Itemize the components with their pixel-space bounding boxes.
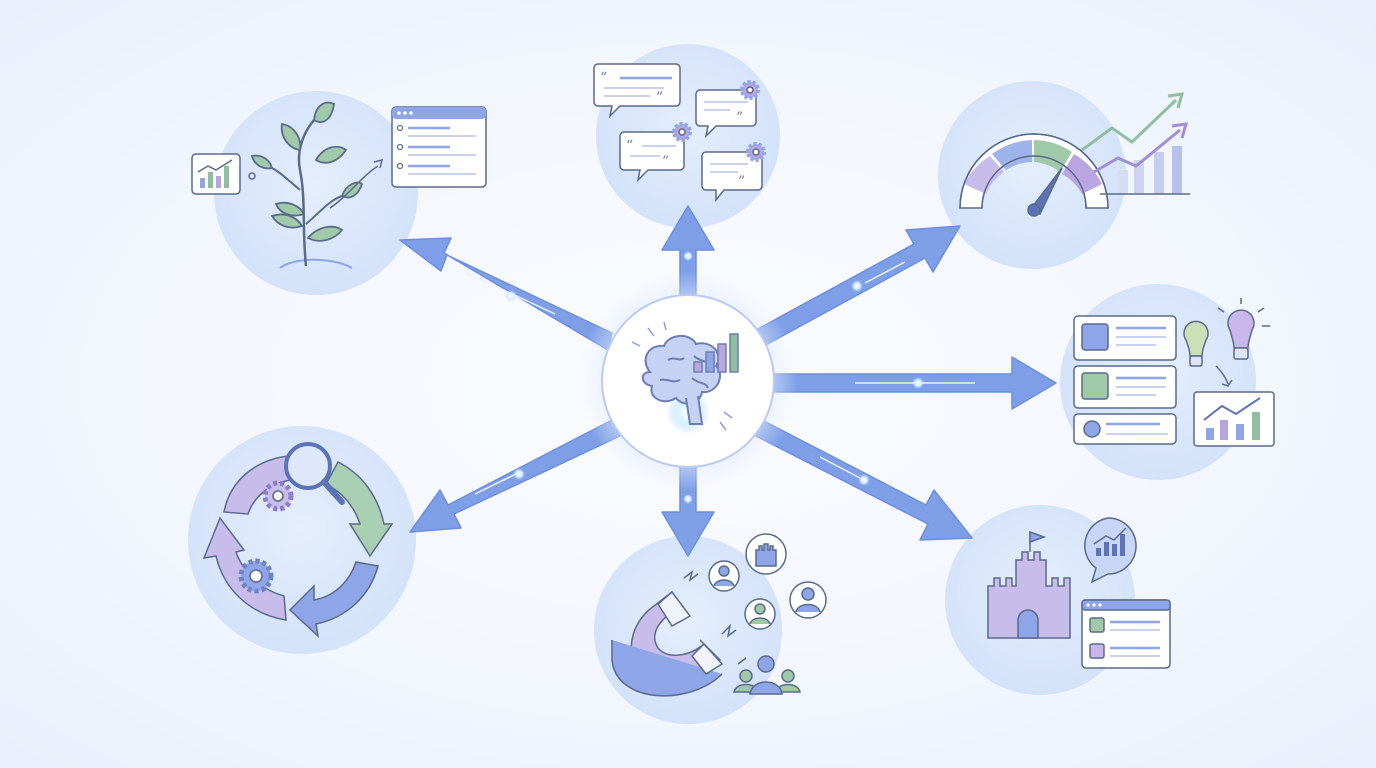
arrow-glow-dots [464,251,975,504]
svg-text:”: ” [738,174,745,190]
brain-with-bar-chart-icon [641,335,721,425]
quote-bubble-icon: ” [701,151,763,203]
brand-cluster [987,517,1171,669]
content-list-panel-icon [391,106,487,188]
mini-bar-chart-icon [191,153,241,195]
quote-bubble-icon: “ ” [593,63,681,119]
gear-icon [672,80,766,162]
magnet-force-lines [683,570,747,665]
chart-speech-bubble-icon [1084,517,1137,584]
circular-arrows-icon [202,455,394,639]
svg-text:”: ” [656,90,663,106]
svg-text:“: “ [600,70,607,86]
audience-cluster [611,533,827,697]
castle-badge-icon [745,533,787,575]
svg-text:“: “ [626,138,633,154]
circle-performance [938,81,1126,269]
magnifier-icon [284,442,345,505]
svg-text:”: ” [662,154,669,170]
mini-bar-chart-icon [693,333,739,373]
brain-analytics-hub [578,271,798,491]
performance-cluster [959,92,1190,217]
magnet-icon [611,590,724,697]
castle-icon [987,530,1071,639]
svg-text:”: ” [736,110,743,126]
lightbulb-icon [1183,298,1270,387]
speedometer-gauge-icon [959,133,1109,217]
sprouting-plant-icon [248,101,384,269]
trend-line-up-icon [1081,92,1189,174]
user-group-icon [733,655,801,695]
user-avatar-icon [708,560,827,630]
content-card-icon [1073,315,1177,361]
spark-lines [631,321,733,431]
insights-cluster [1073,298,1275,447]
optimization-cluster [202,442,394,639]
organic-growth-cluster [191,101,487,269]
quote-bubble-icon: “ ” [619,131,685,183]
testimonials-cluster: “ ” ” “ ” ” [593,63,766,203]
circle-organic-growth [214,91,418,295]
browser-panel-icon [1081,599,1171,669]
content-card-icon [1073,365,1177,409]
content-card-icon [1073,413,1177,445]
growth-chart-icon [1193,391,1275,447]
bar-chart-icon [1100,146,1190,195]
gear-icon [238,480,294,594]
